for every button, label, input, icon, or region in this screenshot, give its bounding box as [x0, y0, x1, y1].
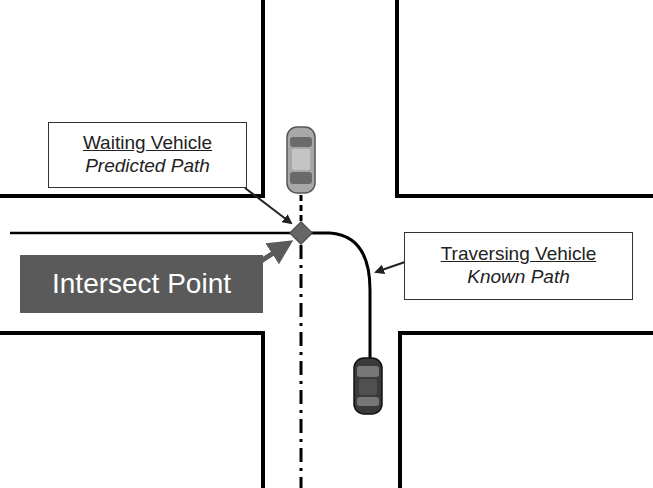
intersect-label-box: Intersect Point [20, 255, 263, 313]
traversing-car [354, 358, 382, 414]
waiting-car [287, 127, 315, 193]
callout-box: Traversing VehicleKnown Path [404, 232, 633, 300]
predicted-path-dash [300, 195, 303, 224]
leader-line [376, 262, 405, 272]
callout-box: Waiting VehiclePredicted Path [48, 122, 247, 188]
callout-heading: Traversing Vehicle [441, 243, 597, 266]
callout-heading: Intersect Point [52, 267, 231, 301]
intersect-diamond [290, 222, 313, 245]
callout-heading: Waiting Vehicle [83, 132, 212, 155]
callout-subtext: Known Path [467, 266, 569, 289]
callout-subtext: Predicted Path [85, 155, 210, 178]
leader-line [245, 188, 291, 223]
lane-line [10, 232, 292, 235]
known-path-line [308, 233, 370, 358]
predicted-path-line [300, 245, 303, 488]
